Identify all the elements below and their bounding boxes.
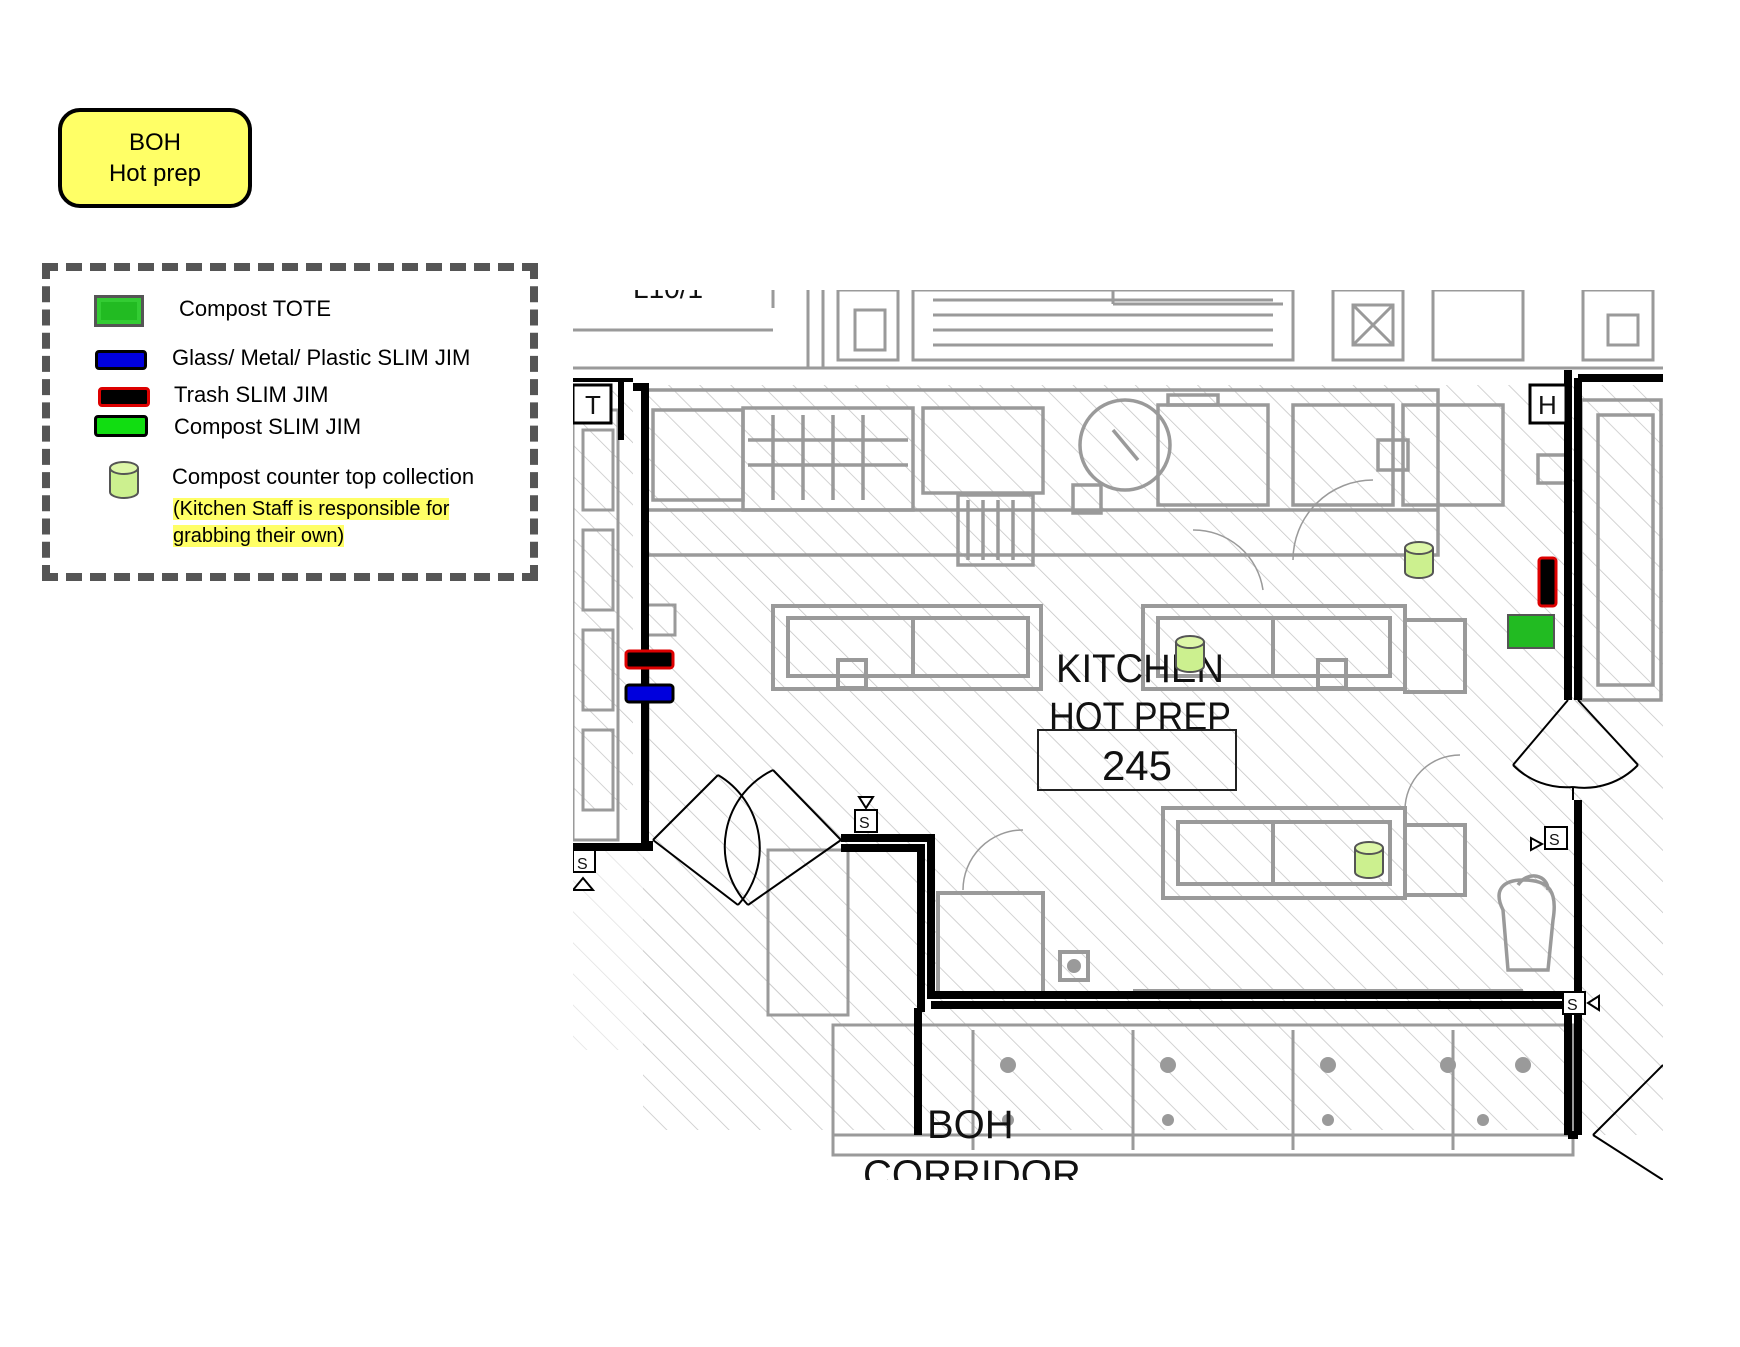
corridor-cabinet-knobs [1000, 1057, 1531, 1126]
glass-slim-jim-swatch [95, 350, 147, 370]
countertop-bin-2 [1175, 635, 1205, 673]
compost-slim-jim-swatch [94, 415, 148, 437]
column-tags [573, 383, 1568, 425]
legend-label-countertop-collection: Compost counter top collection [172, 464, 475, 489]
door-swings [652, 699, 1663, 1180]
top-cut-label: L10/1 [633, 290, 703, 304]
lower-left-hatch [573, 850, 813, 1050]
right-room-hatch [1573, 385, 1663, 1135]
column-tag-t: T [585, 390, 601, 420]
column-tag-h: H [1538, 390, 1557, 420]
compost-tote-swatch [94, 295, 144, 327]
room-number-box [1037, 729, 1237, 791]
top-equipment-strip [573, 290, 1663, 370]
compost-tote-right [1507, 614, 1555, 649]
trash-slim-jim-left [624, 649, 675, 670]
trash-slim-jim-right [1537, 556, 1558, 608]
countertop-bin-icon [109, 461, 139, 499]
area-title-box: BOH Hot prep [58, 108, 252, 208]
area-title-line2: Hot prep [108, 160, 202, 187]
room-name-line2: HOT PREP [1049, 695, 1231, 739]
legend-note: (Kitchen Staff is responsible for grabbi… [173, 496, 450, 550]
countertop-bin-3 [1354, 841, 1384, 879]
center-tables [771, 604, 1523, 995]
floor-plan: S S S S T H L10/1 KITCHEN HOT PREP 245 B… [573, 290, 1663, 1180]
trash-slim-jim-swatch [98, 387, 150, 407]
legend-label-compost-tote: Compost TOTE [179, 296, 332, 321]
legend-note-line1: (Kitchen Staff is responsible for [173, 498, 450, 520]
legend-label-compost-slim-jim: Compost SLIM JIM [174, 414, 362, 439]
area-title-line1: BOH [128, 129, 181, 156]
sink-tag-s3: S [1549, 832, 1560, 849]
legend [42, 263, 538, 581]
legend-label-glass-slim-jim: Glass/ Metal/ Plastic SLIM JIM [172, 345, 471, 370]
sink-tag-s4: S [1567, 997, 1578, 1014]
sink-tag-s1: S [577, 856, 588, 873]
corridor-label-line1: BOH [927, 1103, 1014, 1147]
corridor-cabinets [831, 1023, 1575, 1157]
sink-tag-s2: S [859, 815, 870, 832]
corridor-label-line2: CORRIDOR [863, 1153, 1081, 1180]
glass-slim-jim-left [624, 683, 675, 704]
legend-note-line2: grabbing their own) [173, 525, 345, 547]
countertop-bin-1 [1404, 541, 1434, 579]
room-number: 245 [1102, 742, 1172, 789]
sink-tag-markers [573, 796, 1600, 1015]
legend-label-trash-slim-jim: Trash SLIM JIM [174, 382, 329, 407]
